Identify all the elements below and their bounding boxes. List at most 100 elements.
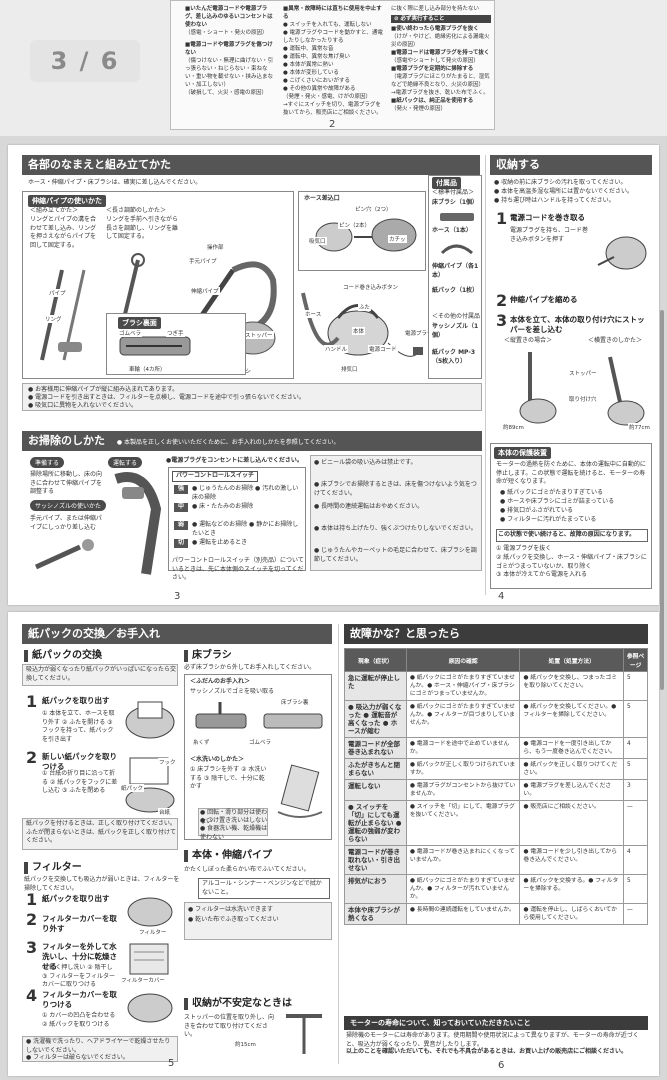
page-counter: 3 / 6 [30,40,140,82]
brush-wash-notes [198,808,268,836]
cleaning-title-text: お掃除のしかた [28,434,105,447]
cell-fix: ● 電源コードを一度引き出してから、もう一度巻き込んでください。 [519,737,625,759]
storage-intro-1: ● 収納の前に床ブラシの汚れを取ってください。 [494,179,627,186]
table-row: ● スイッチを「切」にしても運転が止まらない ● 運転の強弱が変わらない● スイ… [344,800,648,846]
filter-step-3-text: ① 軽く押し洗い ② 陰干し ③ フィルターをフィルターカバーに取りつける [42,964,116,988]
step-number: 1 [496,209,508,228]
page-4-title: 収納する [490,155,652,175]
filter-note-2: ● フィルターは破らないでください。 [26,1054,129,1061]
filter-section-title: フィルター [24,862,82,874]
label-hose: ホース [304,310,323,318]
bag-step-1-text: ① 本体を立て、ホースを取り外す ② ふたを開ける ③ フックを持って、紙パック… [42,710,115,743]
brush-cleaning-illustration [195,702,323,729]
sash-nozzle-illustration [34,539,94,570]
troubleshooting-rows: 急に運転が停止した● 紙パックにゴミがたまりすぎていませんか。● ホース・伸縮パ… [344,671,648,925]
filter-note-1: ● 洗濯機で洗ったり、ヘアドライヤーで乾燥させたりしないでください。 [26,1038,171,1054]
cell-check: ● 電源プラグがコンセントから抜けていませんか。 [405,779,521,801]
hose-icon [440,244,473,255]
brush-icon [440,213,474,221]
label-control: 操作部 [206,243,225,251]
cell-check: ● 紙パックにゴミがたまりすぎていませんか。● フィルターが目づまりしていません… [405,700,521,738]
page-number: 6 [498,1060,505,1071]
power-desc: ● じゅうたんのお掃除 ● 汚れの激しい床の掃除 [192,485,299,501]
cleaning-note: ● じゅうたんやカーペットの毛足に合わせて、床ブラシを調節してください。 [314,547,477,563]
viewer-scrollbar[interactable] [660,310,664,690]
filter-intro: 紙パックを交換しても吸込力が弱いときは、フィルターを掃除してください。 [24,876,180,892]
storage-illustration [519,352,645,426]
protection-step-1: ① 電源プラグを抜く [496,545,552,552]
label-body: 本体 [352,327,366,335]
motor-title: モーターの寿命について、知っておいていただきたいこと [344,1016,648,1030]
brush-care-normal: ＜ふだんのお手入れ＞ [190,678,251,685]
power-desc: ● 運転を止めるとき [192,539,248,546]
accessories-title: 付属品 [432,177,461,189]
cell-page: 5 [623,874,648,904]
top-text: （感電・ショート・発火の原因） [185,30,268,36]
motor-text: 掃除機のモーターには寿命があります。使用期間や使用状況によって異なりますが、モー… [346,1032,639,1048]
stopper-illustration [286,1014,322,1054]
accessory-bag-pack: 紙パック MP-3（5枚入り） [432,349,476,365]
table-row: ● 吸込力が弱くなった ● 運転音が高くなった ● ホースが縮む● 紙パックにゴ… [344,700,648,738]
label-click: カチッ [388,235,407,243]
col-page: 参照ページ [623,648,648,672]
protection-item-3: ● 排気口がふさがれている [500,507,573,514]
table-row: 運転しない● 電源プラグがコンセントから抜けていませんか。● 電源プラグを差し込… [344,779,648,801]
brush-section-title: 床ブラシ [184,650,232,662]
top-text: ■電源コードは電源プラグを持って抜く [391,50,490,56]
operate-label: 運転する [108,457,143,468]
protection-item-2: ● ホースや床ブラシにゴミが詰まっている [500,498,615,505]
cleaning-note: ● 本体は持ち上げたり、強くぶつけたりしないでください。 [314,525,477,532]
storage-step-2-title: 伸縮パイプを縮める [510,295,578,304]
top-text: ● その他の異常や故障がある [283,86,356,92]
label-lint: 糸くず [192,738,211,746]
cell-page: 5 [623,700,648,738]
protection-text: モーターの過熱を防ぐために、本体の運転中に自動的に停止します。この状態で運転を続… [496,461,646,485]
filter-step-4-text: ① カバーの凹凸を合わせる ② 紙パックを取りつける [42,1012,116,1028]
bag-step-1-title: 紙パックを取り出す [42,696,110,705]
step-number: 1 [26,692,38,711]
power-key: 強 [174,485,188,494]
label-rubber-blade: ゴムベラ [118,329,143,337]
dim-stopper: 約15cm [234,1040,257,1048]
filter-step-2-title: フィルターカバーを取り外す [42,914,117,933]
power-switch-table [168,467,306,571]
pipe-notes-box [184,902,332,940]
bag-intro-box [22,664,178,686]
cleaning-note: ● ビニール袋の吸い込みは禁止です。 [314,459,417,466]
label-filter-cover: フィルターカバー [120,976,166,984]
pipe-care-warning: アルコール・シンナー・ベンジンなどで拭かないこと。 [198,878,330,899]
top-col-3: に抜く際に差し込み部分を持たない ⊘ 必ず実行すること ■使い終わったら電源プラ… [391,5,491,113]
protection-box [490,443,652,589]
bag-removal-illustration [125,701,175,739]
hand-pipe-illustration [114,472,162,575]
label-card: 台紙 [158,808,172,816]
top-text: （傷つけない・無理に曲げない・引っ張らない・ねじらない・束ねない・重い物を載せな… [185,58,274,88]
table-row: ふたがきちんと閉まらない● 紙パックが正しく取りつけられていますか。● 紙パック… [344,758,648,780]
spread-pages-3-4: 各部のなまえと組み立てかた ホース・伸縮パイプ・床ブラシは、確実に差し込んでくだ… [8,145,659,605]
top-text: ■異常・故障時には直ちに使用を中止する [283,6,382,20]
label-brush-back: 床ブラシ裏 [280,698,310,706]
accessory-std: ＜標準付属品＞ [432,189,475,196]
filter-step-4-title: フィルターカバーを取りつける [42,990,117,1009]
cell-symptom: 電源コードが全部巻き込まれない [344,737,407,759]
cell-fix: ● 紙パックを交換してください。● フィルターを掃除してください。 [519,700,625,738]
brush-care-wash: ＜水洗いのしかた＞ [190,756,245,763]
storage-step-3-title: 本体を立て、本体の取り付け穴にストッパーを差し込む [510,315,645,334]
label-pipe: パイプ [48,289,67,297]
pipe-note-1: ● フィルターは水洗いできます [188,906,273,913]
brush-wash-illustration [277,764,323,818]
protection-title: 本体の保護装置 [494,447,551,459]
pipe-desc-adjust: リングを手前へ引きながら長さを調節し、リングを離して固定する。 [106,216,179,240]
page-number: 4 [498,591,505,602]
step-number: 2 [26,748,38,767]
page-3-title: 各部のなまえと組み立てかた [22,155,480,175]
cell-page: — [623,800,648,846]
cell-check: ● 電源コードを途中で止めていませんか。 [405,737,521,759]
top-text: ■電源コードや電源プラグを傷つけない [185,42,273,56]
bag-step-2-title: 新しい紙パックを取りつける [42,752,117,771]
label-stopper: ストッパー [568,369,598,377]
cell-check: ● 紙パックが正しく取りつけられていますか。 [405,758,521,780]
filter-step-1-title: 紙パックを取り出す [42,894,110,903]
table-row: 本体や床ブラシが熱くなる● 長時間の連続運転をしていませんか。● 運転を停止し、… [344,903,648,925]
storage-horizontal: ＜横置きのしかた＞ [588,337,643,344]
